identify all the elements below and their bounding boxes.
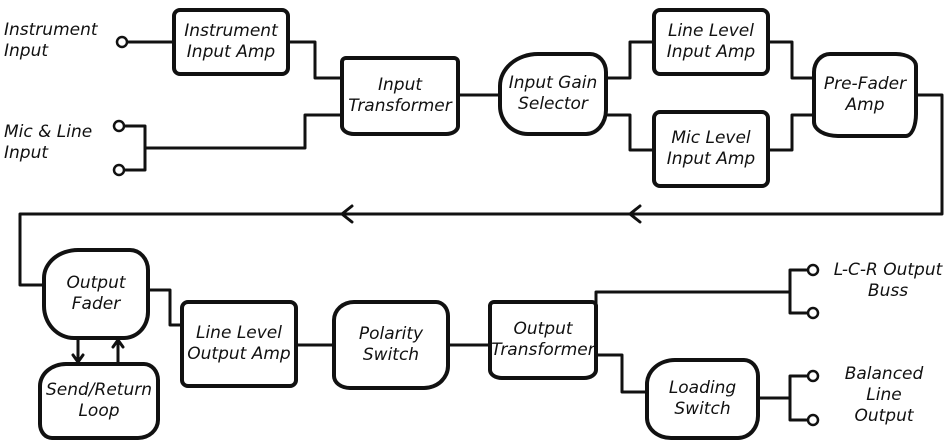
output-transformer-block: Output Transformer [488, 300, 598, 380]
line-level-output-amp-label: Line Level Output Amp [187, 323, 291, 364]
send-return-loop-block: Send/Return Loop [38, 362, 160, 440]
jack-instrument-input [115, 35, 129, 49]
input-transformer-block: Input Transformer [340, 56, 460, 136]
lcr-output-buss-label: L-C-R Output Buss [833, 260, 943, 301]
wire-mic-to-xfmr [143, 113, 342, 150]
wire-bal-split-bottom [788, 396, 810, 422]
jack-lcr-top [806, 263, 820, 277]
wire-outxfmr-to-loading [596, 353, 647, 394]
mic-level-input-amp-block: Mic Level Input Amp [652, 110, 770, 188]
balanced-line-output-label: Balanced Line Output [844, 364, 924, 426]
jack-lcr-bottom [806, 306, 820, 320]
wire-mic-to-prefader [768, 113, 814, 152]
polarity-switch-block: Polarity Switch [332, 300, 450, 390]
jack-balanced-top [806, 369, 820, 383]
jack-mic-line-bottom [112, 163, 126, 177]
polarity-switch-label: Polarity Switch [358, 324, 424, 365]
arrow-return-right [627, 204, 642, 224]
loading-switch-label: Loading Switch [668, 378, 737, 419]
line-level-input-amp-block: Line Level Input Amp [652, 8, 770, 76]
wire-gain-to-line [606, 40, 654, 80]
input-transformer-label: Input Transformer [348, 75, 452, 116]
wire-lcr-split-bottom [788, 290, 810, 315]
pre-fader-amp-block: Pre-Fader Amp [812, 52, 918, 138]
mic-line-input-label: Mic & Line Input [4, 122, 93, 163]
output-transformer-label: Output Transformer [491, 319, 595, 360]
instrument-input-amp-block: Instrument Input Amp [172, 8, 290, 76]
wire-gain-to-mic [606, 113, 654, 152]
loading-switch-block: Loading Switch [645, 358, 760, 440]
wire-outxfmr-to-lcr [594, 290, 792, 332]
arrow-return-left [339, 204, 354, 224]
wire-fader-to-lineout [148, 288, 182, 327]
line-level-output-amp-block: Line Level Output Amp [180, 300, 298, 388]
instrument-input-label: Instrument Input [4, 20, 98, 61]
jack-balanced-bottom [806, 413, 820, 427]
instrument-input-amp-label: Instrument Input Amp [184, 21, 278, 62]
wire-mic-in-top [122, 124, 147, 150]
wire-inst-amp-to-xfmr [288, 40, 342, 80]
input-gain-selector-block: Input Gain Selector [498, 52, 608, 136]
mic-level-input-amp-label: Mic Level Input Amp [666, 128, 756, 169]
wire-prefader-return [18, 93, 944, 287]
arrow-return-up [111, 337, 125, 349]
send-return-loop-label: Send/Return Loop [45, 380, 153, 421]
wire-line-to-prefader [768, 40, 814, 80]
wire-lcr-split-top [788, 268, 810, 294]
jack-mic-line-top [112, 119, 126, 133]
input-gain-selector-label: Input Gain Selector [508, 73, 598, 114]
output-fader-label: Output Fader [66, 273, 126, 314]
pre-fader-amp-label: Pre-Fader Amp [823, 74, 907, 115]
output-fader-block: Output Fader [42, 248, 150, 340]
wire-mic-in-bottom [122, 146, 147, 172]
wire-bal-split-top [788, 374, 810, 400]
line-level-input-amp-label: Line Level Input Amp [666, 21, 756, 62]
